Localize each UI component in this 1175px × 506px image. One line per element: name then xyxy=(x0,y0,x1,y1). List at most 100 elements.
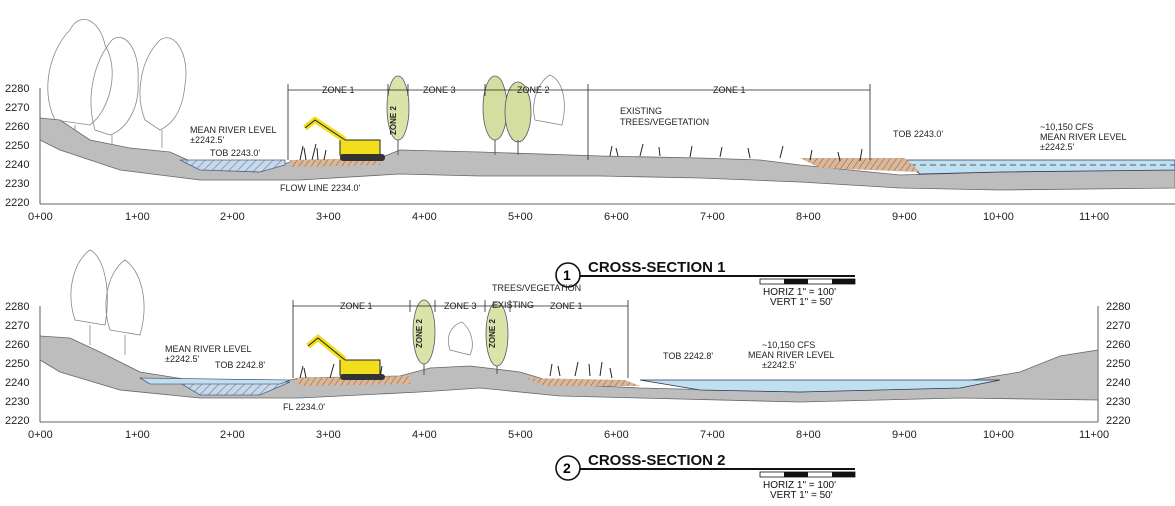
x-tick: 2+00 xyxy=(220,211,245,223)
y-tick: 2240 xyxy=(5,159,29,171)
y-tick: 2220 xyxy=(5,197,29,209)
section-title: CROSS-SECTION 1 xyxy=(588,259,726,276)
y-tick: 2260 xyxy=(1106,339,1130,351)
section-title: CROSS-SECTION 2 xyxy=(588,452,726,469)
river-water-right-2 xyxy=(639,379,1001,393)
annotation: EXISTING xyxy=(492,300,534,310)
x-tick: 0+00 xyxy=(28,429,53,441)
zone-dimension-1 xyxy=(287,84,871,160)
annotation: TOB 2243.0' xyxy=(893,129,943,139)
vegetation-2 xyxy=(299,361,613,379)
soil-strip-1b xyxy=(800,158,920,172)
x-axis-2: 0+00 1+00 2+00 3+00 4+00 5+00 6+00 7+00 … xyxy=(28,429,1109,441)
x-axis-1: 0+00 1+00 2+00 3+00 4+00 5+00 6+00 7+00 … xyxy=(28,211,1109,223)
x-tick: 9+00 xyxy=(892,211,917,223)
x-tick: 7+00 xyxy=(700,211,725,223)
y-tick: 2260 xyxy=(5,121,29,133)
annotation: MEAN RIVER LEVEL xyxy=(748,350,835,360)
y-tick: 2280 xyxy=(5,83,29,95)
river-channel-hatch-1 xyxy=(179,159,286,173)
section-title-1: 1 CROSS-SECTION 1 HORIZ 1" = 100' VERT 1… xyxy=(555,259,856,308)
section-number: 1 xyxy=(563,267,571,283)
x-tick: 1+00 xyxy=(125,211,150,223)
annotation: ±2242.5' xyxy=(762,360,796,370)
zone-label: ZONE 2 xyxy=(517,85,550,95)
background-trees-1 xyxy=(47,19,565,150)
annotation: ~10,150 CFS xyxy=(1040,122,1093,132)
annotation: ±2242.5' xyxy=(1040,142,1074,152)
y-tick: 2250 xyxy=(5,140,29,152)
x-tick: 8+00 xyxy=(796,429,821,441)
zone-label: ZONE 2 xyxy=(488,319,497,348)
y-tick: 2220 xyxy=(5,415,29,427)
zone-label: ZONE 3 xyxy=(444,301,477,311)
y-tick: 2270 xyxy=(5,320,29,332)
y-tick: 2270 xyxy=(5,102,29,114)
scale-horiz: HORIZ 1" = 100' xyxy=(763,287,836,298)
x-tick: 3+00 xyxy=(316,211,341,223)
zone-label: ZONE 3 xyxy=(423,85,456,95)
zone2-trees-2 xyxy=(412,299,509,375)
x-tick: 10+00 xyxy=(983,211,1014,223)
annotation: TOB 2242.8' xyxy=(663,351,713,361)
y-tick: 2240 xyxy=(5,377,29,389)
y-axis-left-1: 2280 2270 2260 2250 2240 2230 2220 xyxy=(5,83,41,209)
annotation: ±2242.5' xyxy=(165,354,199,364)
x-tick: 1+00 xyxy=(125,429,150,441)
x-tick: 9+00 xyxy=(892,429,917,441)
zone-label: ZONE 2 xyxy=(389,106,398,135)
x-tick: 6+00 xyxy=(604,211,629,223)
y-tick: 2250 xyxy=(5,358,29,370)
zone-label: ZONE 2 xyxy=(415,319,424,348)
y-tick: 2270 xyxy=(1106,320,1130,332)
x-tick: 4+00 xyxy=(412,429,437,441)
annotation: TOB 2242.8' xyxy=(215,360,265,370)
scale-vert: VERT 1" = 50' xyxy=(770,297,833,308)
annotation: MEAN RIVER LEVEL xyxy=(165,344,252,354)
annotation: MEAN RIVER LEVEL xyxy=(1040,132,1127,142)
zone-dimension-2 xyxy=(292,300,629,378)
y-axis-right-2: 2280 2270 2260 2250 2240 2230 2220 xyxy=(1097,301,1130,427)
y-tick: 2280 xyxy=(1106,301,1130,313)
vegetation-1 xyxy=(299,143,863,162)
y-tick: 2230 xyxy=(1106,396,1130,408)
x-tick: 6+00 xyxy=(604,429,629,441)
annotation: FLOW LINE 2234.0' xyxy=(280,183,361,193)
x-tick: 7+00 xyxy=(700,429,725,441)
annotation: TOB 2243.0' xyxy=(210,148,260,158)
x-tick: 3+00 xyxy=(316,429,341,441)
zone-label: ZONE 1 xyxy=(322,85,355,95)
x-tick: 10+00 xyxy=(983,429,1014,441)
y-tick: 2230 xyxy=(5,396,29,408)
annotation: ±2242.5' xyxy=(190,135,224,145)
y-axis-left-2: 2280 2270 2260 2250 2240 2230 2220 xyxy=(5,301,41,427)
scale-horiz: HORIZ 1" = 100' xyxy=(763,480,836,491)
x-tick: 11+00 xyxy=(1079,211,1109,223)
y-tick: 2240 xyxy=(1106,377,1130,389)
annotation: FL 2234.0' xyxy=(283,402,325,412)
cross-section-1: 2280 2270 2260 2250 2240 2230 2220 0+00 … xyxy=(5,19,1175,308)
zone-label: ZONE 1 xyxy=(713,85,746,95)
annotation: EXISTING xyxy=(620,106,662,116)
x-tick: 11+00 xyxy=(1079,429,1109,441)
y-tick: 2280 xyxy=(5,301,29,313)
annotation: TREES/VEGETATION xyxy=(620,117,709,127)
section-number: 2 xyxy=(563,460,571,476)
soil-strip-2b xyxy=(525,378,640,386)
y-tick: 2260 xyxy=(5,339,29,351)
section-title-2: 2 CROSS-SECTION 2 HORIZ 1" = 100' VERT 1… xyxy=(555,452,856,501)
scale-vert: VERT 1" = 50' xyxy=(770,490,833,501)
zone2-trees-1 xyxy=(386,75,532,155)
excavator-icon-2 xyxy=(306,334,385,380)
annotation: ~10,150 CFS xyxy=(762,340,815,350)
x-tick: 4+00 xyxy=(412,211,437,223)
x-tick: 8+00 xyxy=(796,211,821,223)
y-tick: 2220 xyxy=(1106,415,1130,427)
y-tick: 2250 xyxy=(1106,358,1130,370)
cross-section-2: 2280 2270 2260 2250 2240 2230 2220 2280 … xyxy=(5,249,1130,501)
x-tick: 2+00 xyxy=(220,429,245,441)
y-tick: 2230 xyxy=(5,178,29,190)
background-trees-2 xyxy=(70,249,473,356)
annotation: TREES/VEGETATION xyxy=(492,283,581,293)
